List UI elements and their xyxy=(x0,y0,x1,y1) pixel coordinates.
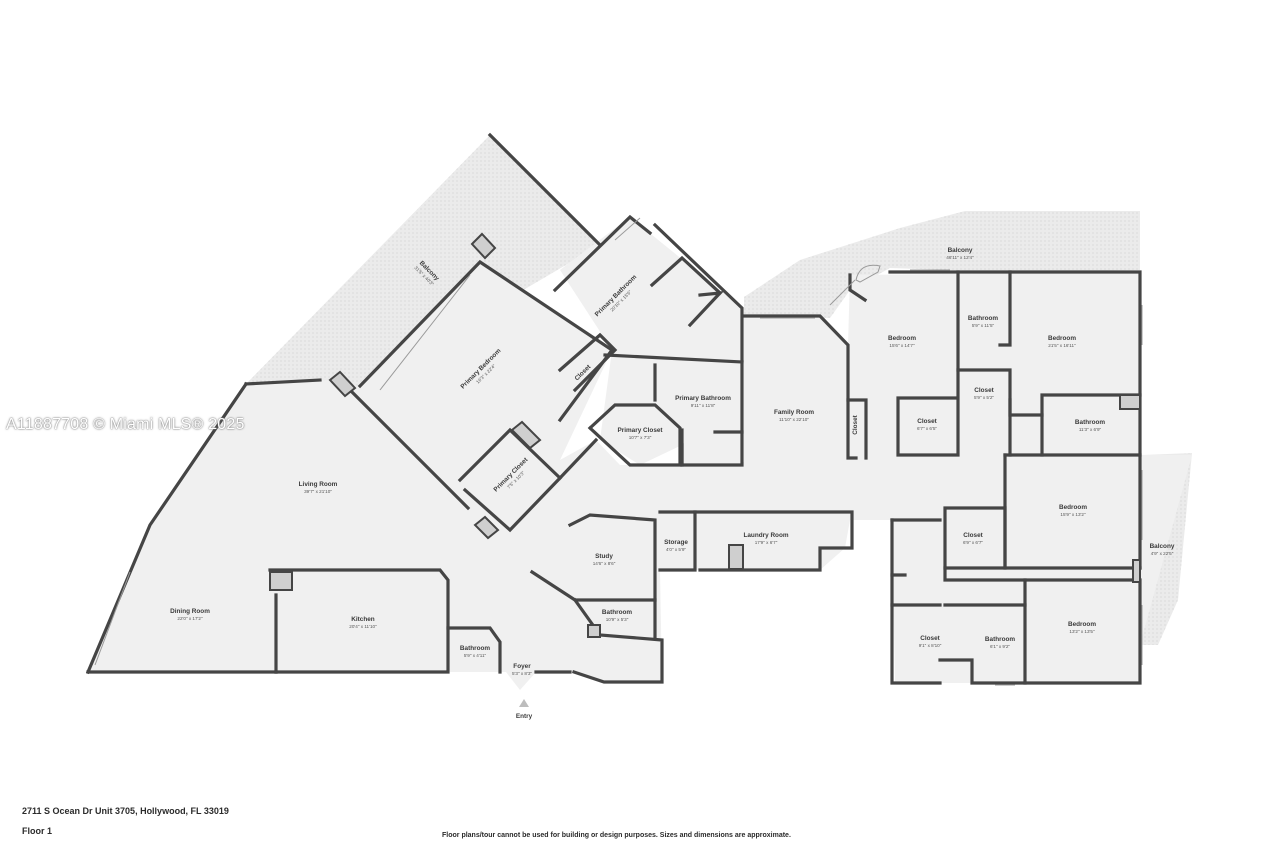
room-dimensions: 5'3" x 8'3" xyxy=(512,671,532,676)
room-dimensions: 15'9" x 13'2" xyxy=(1060,512,1086,517)
room-name: Bathroom xyxy=(968,315,998,322)
room-dimensions: 17'9" x 6'7" xyxy=(755,540,778,545)
room-dimensions: 46'11" x 12'4" xyxy=(946,255,974,260)
room-label-closet-family: Closet xyxy=(852,414,859,434)
room-name: Primary Closet xyxy=(617,427,663,434)
room-name: Bathroom xyxy=(602,609,632,616)
room-dimensions: 9'11" x 11'8" xyxy=(691,403,716,408)
balcony-west-area xyxy=(246,135,600,386)
room-name: Storage xyxy=(664,539,688,546)
room-name: Dining Room xyxy=(170,608,210,615)
floor-label: Floor 1 xyxy=(22,826,53,836)
room-dimensions: 4'0" x 5'9" xyxy=(666,547,686,552)
room-name: Bathroom xyxy=(985,636,1015,643)
room-dimensions: 15'6" x 14'7" xyxy=(889,343,915,348)
room-name: Balcony xyxy=(948,247,973,254)
room-dimensions: 21'5" x 16'11" xyxy=(1048,343,1076,348)
balcony-east-area xyxy=(744,211,1140,318)
room-name: Balcony xyxy=(1150,543,1175,550)
room-dimensions: 39'7" x 21'10" xyxy=(304,489,332,494)
room-name: Foyer xyxy=(513,663,531,670)
room-dimensions: 10'7" x 7'3" xyxy=(629,435,652,440)
walls xyxy=(85,132,1142,685)
floor-fills xyxy=(88,217,1192,690)
room-dimensions: 14'6" x 8'6" xyxy=(593,561,616,566)
room-name: Study xyxy=(595,553,613,560)
room-name: Living Room xyxy=(299,481,338,488)
pillars xyxy=(269,232,1141,638)
room-dimensions: 22'0" x 17'2" xyxy=(177,616,203,621)
room-dimensions: 11'10" x 22'10" xyxy=(779,417,809,422)
room-name: Bathroom xyxy=(460,645,490,652)
room-dimensions: 11'3" x 6'9" xyxy=(1079,427,1102,432)
room-name: Bedroom xyxy=(1068,621,1096,628)
room-dimensions: 10'9" x 5'3" xyxy=(606,617,629,622)
room-dimensions: 4'9" x 22'5" xyxy=(1151,551,1174,556)
room-name: Closet xyxy=(852,414,859,434)
room-dimensions: 20'4" x 11'10" xyxy=(349,624,377,629)
room-dimensions: 6'1" x 9'2" xyxy=(990,644,1010,649)
room-dimensions: 5'9" x 4'11" xyxy=(464,653,487,658)
room-dimensions: 6'7" x 6'5" xyxy=(917,426,937,431)
disclaimer: Floor plans/tour cannot be used for buil… xyxy=(442,832,791,839)
room-dimensions: 5'9" x 11'5" xyxy=(972,323,995,328)
room-dimensions: 9'1" x 8'10" xyxy=(919,643,942,648)
room-name: Primary Bathroom xyxy=(675,395,731,402)
address: 2711 S Ocean Dr Unit 3705, Hollywood, FL… xyxy=(22,806,229,816)
room-name: Bedroom xyxy=(1059,504,1087,511)
entry-arrow-icon xyxy=(519,699,529,707)
room-name: Closet xyxy=(974,387,994,394)
room-name: Kitchen xyxy=(351,616,375,623)
room-name: Closet xyxy=(917,418,937,425)
room-name: Closet xyxy=(920,635,940,642)
room-name: Closet xyxy=(963,532,983,539)
room-name: Laundry Room xyxy=(743,532,788,539)
windows xyxy=(94,217,1143,686)
room-name: Bedroom xyxy=(1048,335,1076,342)
room-name: Bathroom xyxy=(1075,419,1105,426)
room-name: Family Room xyxy=(774,409,814,416)
room-name: Bedroom xyxy=(888,335,916,342)
room-dimensions: 6'9" x 6'7" xyxy=(963,540,983,545)
entry-label: Entry xyxy=(516,713,533,720)
room-dimensions: 13'2" x 13'5" xyxy=(1069,629,1095,634)
room-dimensions: 5'9" x 5'2" xyxy=(974,395,994,400)
watermark: A11887708 © Miami MLS® 2025 xyxy=(6,416,245,433)
